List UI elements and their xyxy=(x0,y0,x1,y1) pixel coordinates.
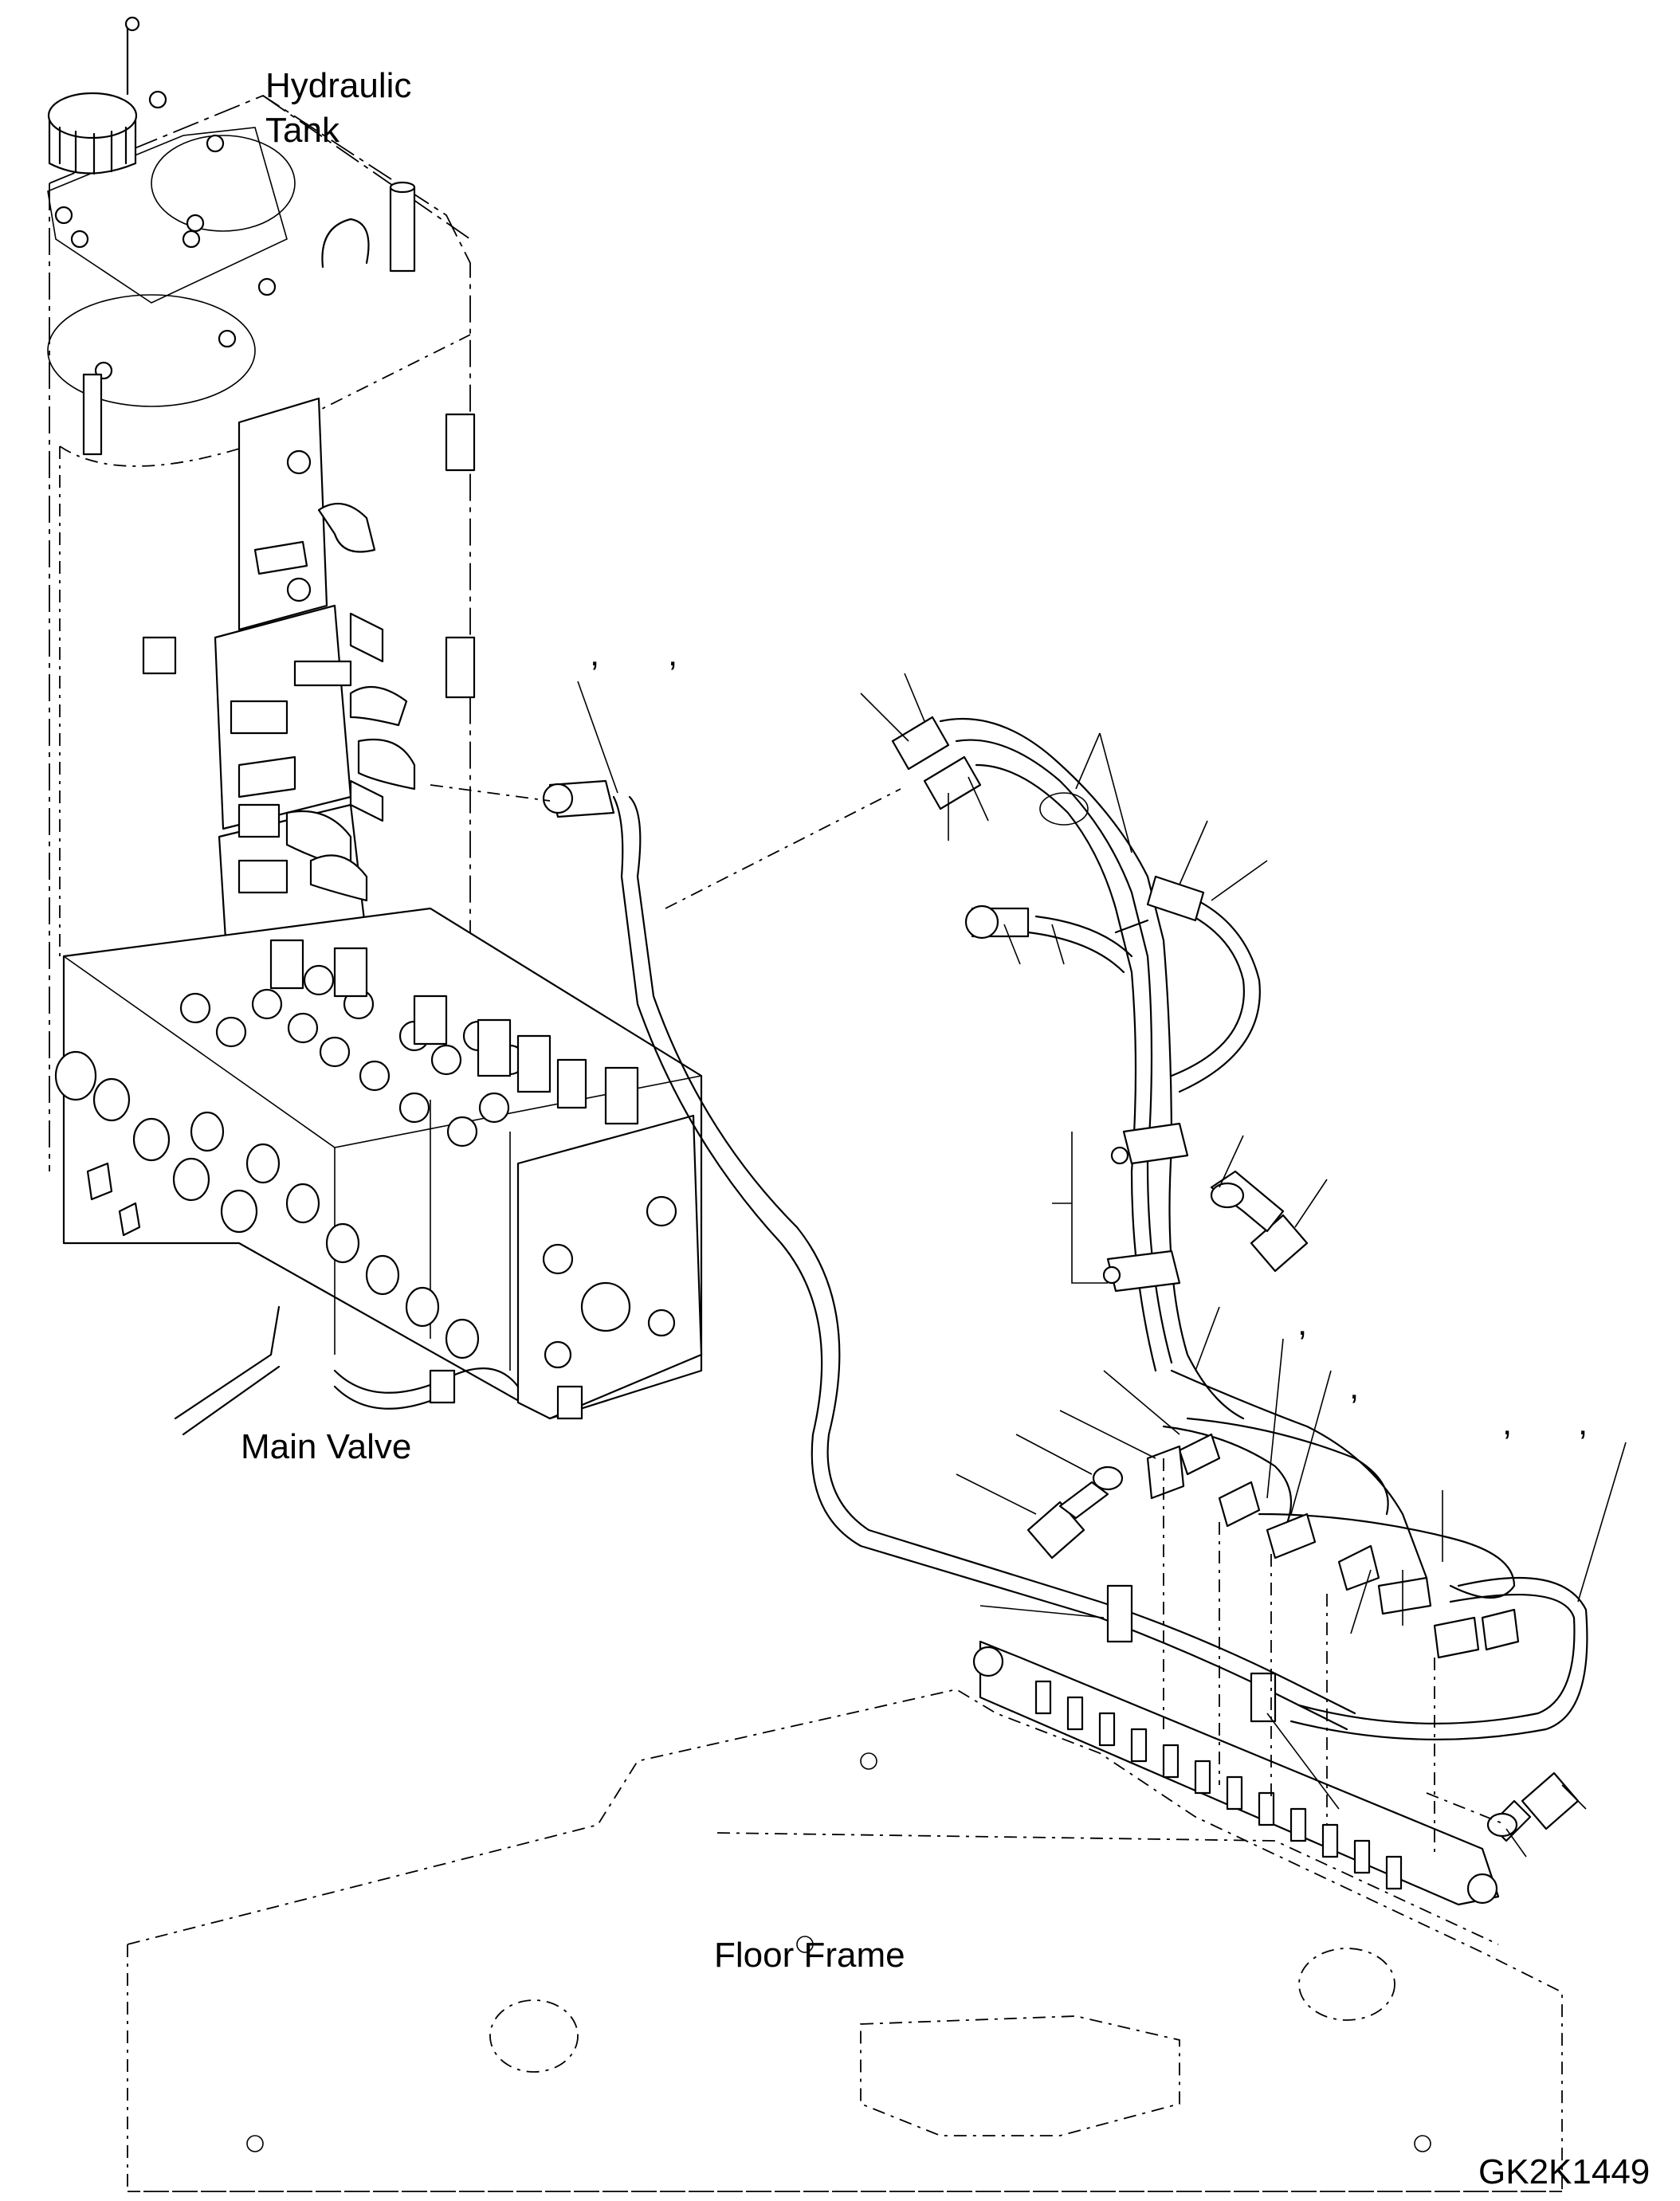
drawing-code: GK2K1449 xyxy=(1478,2152,1650,2191)
callout-comma-4: , xyxy=(1349,1367,1359,1407)
main-valve-label: Main Valve xyxy=(241,1427,411,1466)
hydraulic-tank-label-line1: Hydraulic xyxy=(265,66,411,105)
callout-comma-5: , xyxy=(1502,1403,1512,1442)
callout-comma-2: , xyxy=(668,634,677,673)
hoses xyxy=(542,716,1588,1740)
assembly-centerlines xyxy=(430,784,1507,1857)
leader-lines xyxy=(577,673,1627,1858)
floor-frame-label: Floor Frame xyxy=(714,1936,905,1975)
hydraulic-tank-label-line2: Tank xyxy=(265,111,340,150)
callout-comma-3: , xyxy=(1297,1304,1307,1343)
callout-comma-6: , xyxy=(1578,1403,1588,1442)
callout-comma-1: , xyxy=(590,634,599,673)
hydraulic-tank xyxy=(47,16,476,1171)
main-valve xyxy=(54,907,703,1436)
pilot-block-strip xyxy=(972,1640,1500,1906)
floor-frame xyxy=(127,1689,1563,2192)
tank-cover-bolts xyxy=(54,90,277,380)
main-valve-fittings xyxy=(179,939,639,1148)
main-valve-solenoids xyxy=(54,1050,480,1359)
bolts-and-washers xyxy=(1026,1170,1580,1842)
